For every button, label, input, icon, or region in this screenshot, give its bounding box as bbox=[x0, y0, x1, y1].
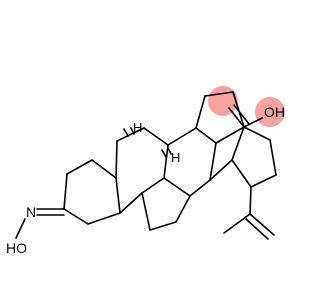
carboxyl-hydroxyl-label: OH bbox=[264, 104, 285, 120]
carboxyl-oxygen-highlight bbox=[208, 86, 238, 116]
isopropenyl-group bbox=[223, 186, 275, 240]
stereo-h-upper-label: H bbox=[133, 120, 142, 135]
stereo-hash-lower bbox=[161, 147, 172, 158]
carboxyl-hydroxyl-highlight bbox=[255, 97, 285, 127]
ring-a bbox=[63, 159, 121, 225]
molecule-structure-diagram: OH N HO H H bbox=[6, 86, 285, 256]
ring-c bbox=[141, 127, 217, 231]
stereo-h-lower-label: H bbox=[171, 150, 180, 165]
ring-b bbox=[115, 127, 169, 214]
carboxylic-acid-group bbox=[228, 104, 263, 128]
oxime-n-o-bond bbox=[15, 218, 26, 239]
oxime-nitrogen-label: N bbox=[26, 204, 36, 220]
ring-e bbox=[209, 126, 277, 188]
oxime-double-bond bbox=[36, 208, 65, 216]
oxime-hydroxyl-label: HO bbox=[6, 240, 27, 256]
stereo-hash-upper bbox=[123, 127, 135, 137]
